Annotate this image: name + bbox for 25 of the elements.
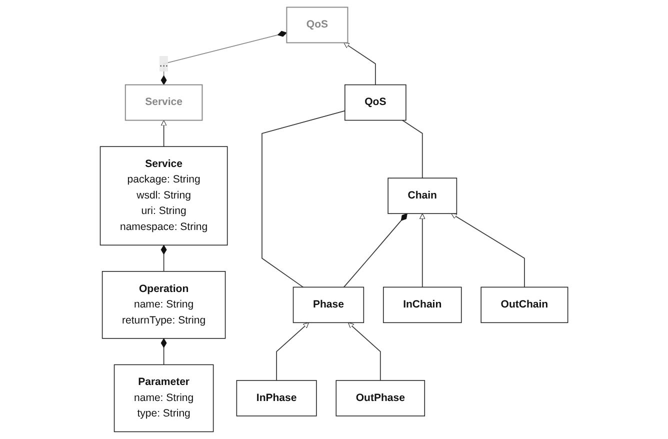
connector (160, 30, 288, 86)
node-box: OutChain (480, 286, 568, 324)
node-box: QoS (344, 84, 406, 121)
arrow (344, 42, 376, 86)
node-box: Parameter name: String type: String (114, 364, 214, 432)
node-box: OutPhase (336, 380, 425, 416)
connector (160, 338, 167, 366)
connector (402, 120, 423, 179)
arrow (348, 322, 381, 381)
node-box: QoS (286, 6, 348, 44)
arrow (276, 322, 309, 381)
node-box: InChain (382, 286, 462, 324)
node-box: Chain (388, 178, 458, 214)
arrow (160, 120, 167, 147)
edge-label: ... (159, 58, 168, 70)
node-box: Service (124, 84, 203, 121)
connector (262, 110, 346, 288)
arrow (419, 213, 426, 288)
node-box: InPhase (236, 380, 317, 416)
node-box: Service package: String wsdl: String uri: String namespace: String (100, 146, 228, 246)
arrow (451, 213, 525, 288)
node-box: Phase (292, 286, 364, 324)
connector (160, 244, 167, 272)
connector (343, 213, 408, 288)
node-box: Operation name: String returnType: String (102, 271, 226, 339)
